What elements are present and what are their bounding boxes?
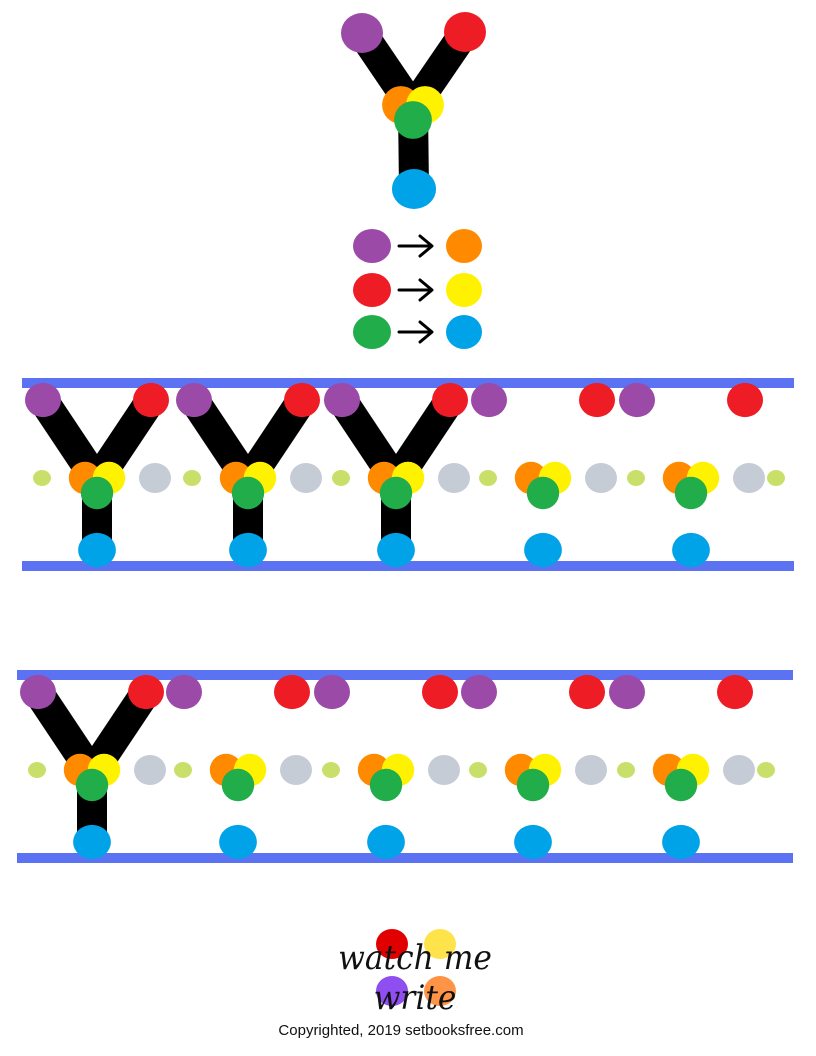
- start-dot-1: [471, 382, 507, 418]
- bottom-guide-line: [17, 853, 793, 863]
- start-dot-3: [516, 768, 550, 802]
- arrow-icon: [397, 320, 434, 344]
- start-dot-1: [341, 13, 383, 53]
- end-dot-3: [219, 824, 257, 860]
- start-dot-3: [379, 476, 413, 510]
- start-dot-2: [717, 674, 753, 710]
- start-dot-1: [314, 674, 350, 710]
- arrow-icon: [397, 234, 434, 258]
- start-dot-1: [176, 382, 212, 418]
- start-dot-3: [221, 768, 255, 802]
- spacer-dot: [723, 755, 755, 785]
- start-dot-3: [394, 101, 432, 139]
- midline-dot: [757, 762, 775, 778]
- brand-name: watch me write: [338, 938, 492, 1018]
- end-dot-3: [78, 532, 116, 568]
- end-dot-3: [73, 824, 111, 860]
- end-dot-3: [662, 824, 700, 860]
- end-dot-3: [377, 532, 415, 568]
- start-dot-2: [133, 382, 169, 418]
- start-dot-1: [461, 674, 497, 710]
- start-dot-2: [274, 674, 310, 710]
- start-dot-3: [231, 476, 265, 510]
- midline-dot: [469, 762, 487, 778]
- midline-dot: [33, 470, 51, 486]
- top-guide-line: [17, 670, 793, 680]
- midline-dot: [479, 470, 497, 486]
- arrow-icon: [397, 278, 434, 302]
- end-dot-3: [524, 532, 562, 568]
- logo-dot-yellow: [424, 929, 456, 959]
- spacer-dot: [290, 463, 322, 493]
- spacer-dot: [733, 463, 765, 493]
- start-dot-1: [324, 382, 360, 418]
- end-dot-3: [229, 532, 267, 568]
- legend-start-dot: [353, 315, 391, 349]
- legend-end-dot: [446, 273, 482, 307]
- logo-dot-orange: [424, 976, 456, 1006]
- midline-dot: [332, 470, 350, 486]
- spacer-dot: [428, 755, 460, 785]
- start-dot-3: [369, 768, 403, 802]
- legend-start-dot: [353, 229, 391, 263]
- spacer-dot: [134, 755, 166, 785]
- midline-dot: [617, 762, 635, 778]
- spacer-dot: [585, 463, 617, 493]
- start-dot-2: [579, 382, 615, 418]
- logo-dot-red: [376, 929, 408, 959]
- spacer-dot: [280, 755, 312, 785]
- start-dot-1: [619, 382, 655, 418]
- midline-dot: [174, 762, 192, 778]
- start-dot-3: [674, 476, 708, 510]
- start-dot-3: [80, 476, 114, 510]
- midline-dot: [627, 470, 645, 486]
- start-dot-2: [569, 674, 605, 710]
- top-guide-line: [22, 378, 794, 388]
- start-dot-3: [526, 476, 560, 510]
- midline-dot: [183, 470, 201, 486]
- end-dot-3: [514, 824, 552, 860]
- start-dot-1: [25, 382, 61, 418]
- start-dot-3: [664, 768, 698, 802]
- spacer-dot: [575, 755, 607, 785]
- stroke-order-legend: [353, 229, 482, 349]
- start-dot-2: [727, 382, 763, 418]
- start-dot-1: [166, 674, 202, 710]
- spacer-dot: [438, 463, 470, 493]
- start-dot-1: [609, 674, 645, 710]
- start-dot-2: [284, 382, 320, 418]
- legend-end-dot: [446, 315, 482, 349]
- practice-row-2: [17, 670, 793, 863]
- start-dot-2: [432, 382, 468, 418]
- end-dot-3: [672, 532, 710, 568]
- bottom-guide-line: [22, 561, 794, 571]
- logo-dot-purple: [376, 976, 408, 1006]
- legend-start-dot: [353, 273, 391, 307]
- spacer-dot: [139, 463, 171, 493]
- watch-me-write-logo: [376, 929, 456, 1006]
- midline-dot: [28, 762, 46, 778]
- model-letter-y: [341, 12, 486, 209]
- start-dot-2: [444, 12, 486, 52]
- start-dot-1: [20, 674, 56, 710]
- start-dot-2: [422, 674, 458, 710]
- midline-dot: [767, 470, 785, 486]
- start-dot-3: [75, 768, 109, 802]
- end-dot-3: [391, 169, 437, 209]
- legend-end-dot: [446, 229, 482, 263]
- end-dot-3: [367, 824, 405, 860]
- midline-dot: [322, 762, 340, 778]
- practice-row-1: [22, 378, 794, 571]
- copyright-notice: Copyrighted, 2019 setbooksfree.com: [278, 1022, 524, 1039]
- start-dot-2: [128, 674, 164, 710]
